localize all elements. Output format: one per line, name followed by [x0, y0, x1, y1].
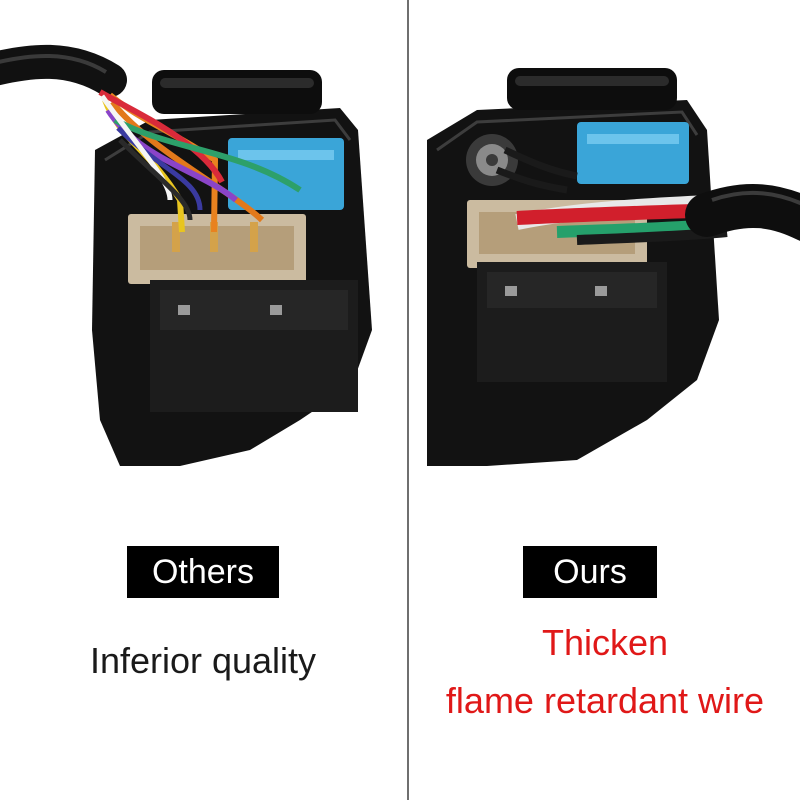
others-caption: Inferior quality	[89, 640, 317, 681]
others-switch-photo	[0, 0, 406, 466]
ours-caption-line1: Thicken	[541, 622, 669, 663]
others-label: Others	[127, 546, 279, 598]
ours-switch-photo	[427, 0, 800, 466]
panel-divider	[407, 0, 409, 800]
ours-caption-line2: flame retardant wire	[445, 680, 765, 721]
ours-label: Ours	[523, 546, 657, 598]
